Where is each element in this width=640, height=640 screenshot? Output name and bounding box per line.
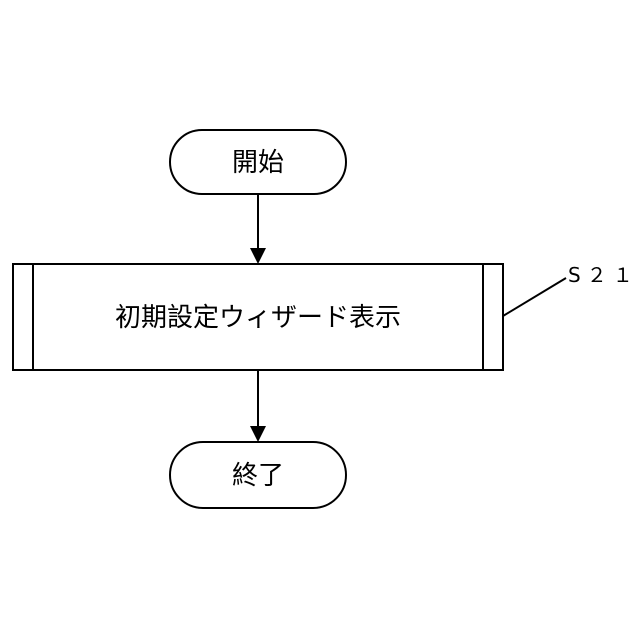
process-node: 初期設定ウィザード表示 bbox=[13, 264, 503, 370]
end-label: 終了 bbox=[232, 461, 284, 491]
arrowhead-icon bbox=[250, 248, 266, 264]
step-reference-label: S２１ bbox=[568, 263, 639, 287]
step-reference: S２１ bbox=[503, 263, 639, 316]
reference-leader-line bbox=[503, 278, 566, 316]
start-node: 開始 bbox=[170, 130, 346, 194]
arrow-process-to-end bbox=[250, 370, 266, 442]
process-label: 初期設定ウィザード表示 bbox=[115, 303, 401, 333]
end-node: 終了 bbox=[170, 442, 346, 508]
arrow-start-to-process bbox=[250, 194, 266, 264]
arrowhead-icon bbox=[250, 426, 266, 442]
start-label: 開始 bbox=[232, 148, 284, 178]
